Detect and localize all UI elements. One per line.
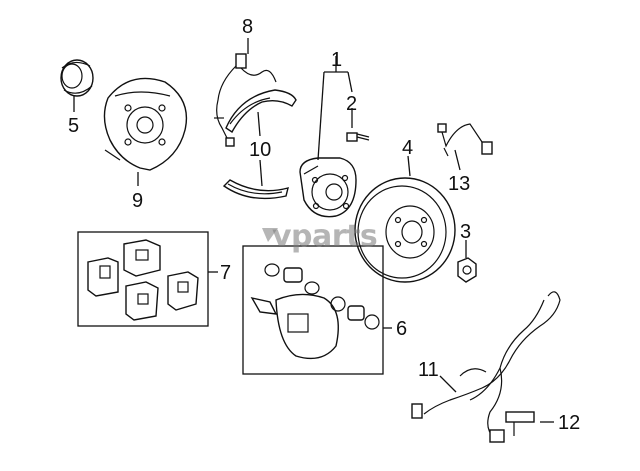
callout-3: 3 bbox=[460, 221, 471, 243]
callout-1: 1 bbox=[331, 49, 342, 71]
callout-9: 9 bbox=[132, 190, 143, 212]
callout-13: 13 bbox=[448, 173, 470, 195]
watermark-logo: vparts bbox=[262, 219, 378, 254]
part-7-pad-set bbox=[77, 231, 209, 327]
part-2-bolt bbox=[346, 132, 370, 142]
part-1-hub-bearing bbox=[299, 157, 357, 218]
callout-7: 7 bbox=[220, 262, 231, 284]
callout-8: 8 bbox=[242, 16, 253, 38]
callout-11: 11 bbox=[418, 359, 439, 381]
watermark-text: vparts bbox=[272, 219, 377, 254]
part-10-brake-shoes bbox=[222, 89, 297, 200]
part-9-backing-plate bbox=[103, 77, 188, 171]
callout-6: 6 bbox=[396, 318, 407, 340]
callout-4: 4 bbox=[402, 137, 413, 159]
part-6-caliper-kit bbox=[242, 245, 384, 375]
part-4-rotor bbox=[354, 177, 456, 283]
callout-5: 5 bbox=[68, 115, 79, 137]
callout-2: 2 bbox=[346, 93, 357, 115]
callout-12: 12 bbox=[558, 412, 580, 434]
part-8-sensor-wire bbox=[214, 53, 277, 147]
part-5-seal bbox=[60, 59, 94, 97]
part-11-12-abs-harness bbox=[411, 291, 561, 443]
part-3-nut bbox=[457, 257, 477, 283]
callout-10: 10 bbox=[249, 139, 271, 161]
part-13-brake-hose bbox=[437, 123, 493, 157]
leader-lines bbox=[73, 38, 554, 423]
